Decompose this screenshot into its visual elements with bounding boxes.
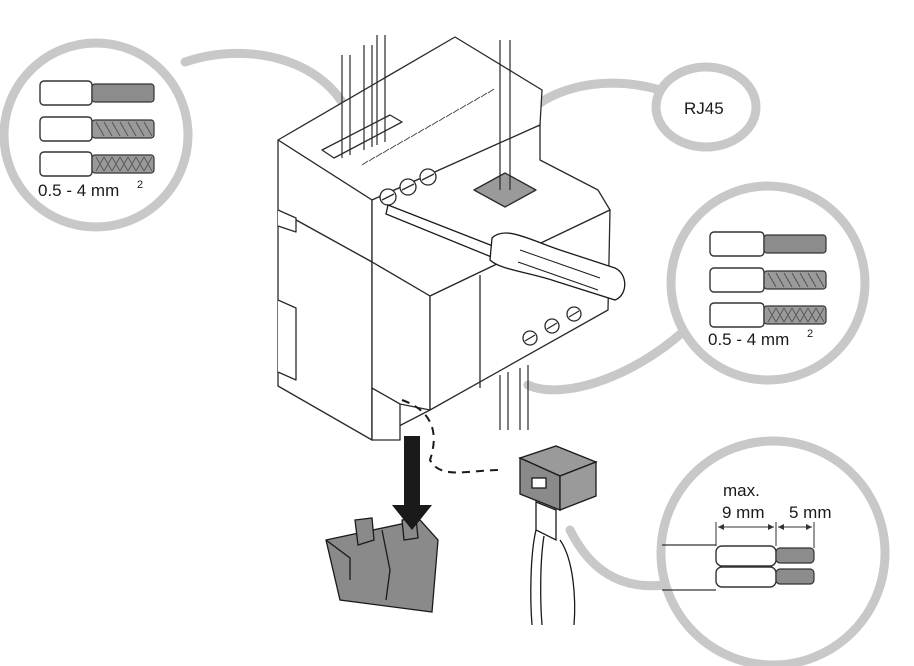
ferrule-wire-icon [709,302,827,328]
left-wire-spec-label: 0.5 - 4 mm [38,181,119,200]
strip-length-callout: max. 9 mm 5 mm [656,436,890,666]
left-wire-callout: 0.5 - 4 mm 2 [0,38,193,232]
top-wires [341,35,386,158]
rj45-label: RJ45 [684,99,724,118]
rj45-connector-icon [518,445,598,626]
ferrule-wire-icon [39,151,155,177]
vent-slots [361,88,495,166]
terminal-cover [325,517,439,613]
solid-wire-icon [39,80,155,106]
strip-9mm-label: 9 mm [722,503,765,522]
dashed-guide-line [401,399,501,474]
stranded-wire-icon [709,267,827,293]
din-rail-device [277,36,611,441]
stranded-wire-icon [39,116,155,142]
bottom-wires [499,365,529,430]
right-wire-callout: 0.5 - 4 mm 2 [666,181,870,385]
down-arrow-icon [392,436,432,530]
upper-screw-terminals [379,168,437,206]
right-wire-spec-superscript: 2 [807,328,813,340]
rj45-callout: RJ45 [651,62,761,152]
strip-5mm-label: 5 mm [789,503,832,522]
solid-wire-icon [709,231,827,257]
left-wire-spec-superscript: 2 [137,179,143,191]
lower-screw-terminals [522,306,582,346]
right-wire-spec-label: 0.5 - 4 mm [708,330,789,349]
screwdriver-icon [385,204,626,301]
rj45-cable [499,40,511,190]
rj45-port [473,172,537,208]
strip-max-label: max. [723,481,760,500]
